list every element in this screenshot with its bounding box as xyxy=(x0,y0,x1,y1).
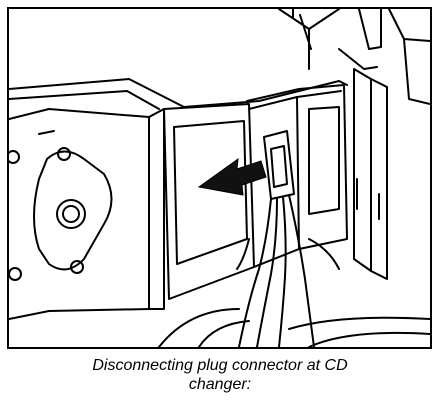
screw-bottom xyxy=(70,260,84,274)
caption-line-2: changer: xyxy=(188,376,252,393)
changer-side-panel xyxy=(163,103,255,300)
mounting-plate xyxy=(33,150,113,271)
pull-direction-arrow xyxy=(197,157,267,196)
connector-block xyxy=(246,84,348,268)
changer-front-face xyxy=(9,108,150,320)
tool-rod xyxy=(292,9,312,50)
caption-line-1: Disconnecting plug connector at CD xyxy=(92,357,348,374)
cd-changer-illustration xyxy=(9,9,430,347)
figure-caption: Disconnecting plug connector at CD chang… xyxy=(0,356,440,394)
side-bracket xyxy=(353,68,388,280)
screw-left-top xyxy=(9,150,20,164)
rear-panel-lines xyxy=(278,9,430,105)
screw-top xyxy=(57,147,71,161)
center-hole xyxy=(56,199,86,229)
screw-left-bottom xyxy=(9,267,22,281)
illustration-frame xyxy=(7,7,432,349)
plug-connector xyxy=(263,130,295,200)
lower-cables xyxy=(158,308,430,347)
changer-housing-top xyxy=(9,78,348,108)
wire-harness xyxy=(238,194,315,347)
